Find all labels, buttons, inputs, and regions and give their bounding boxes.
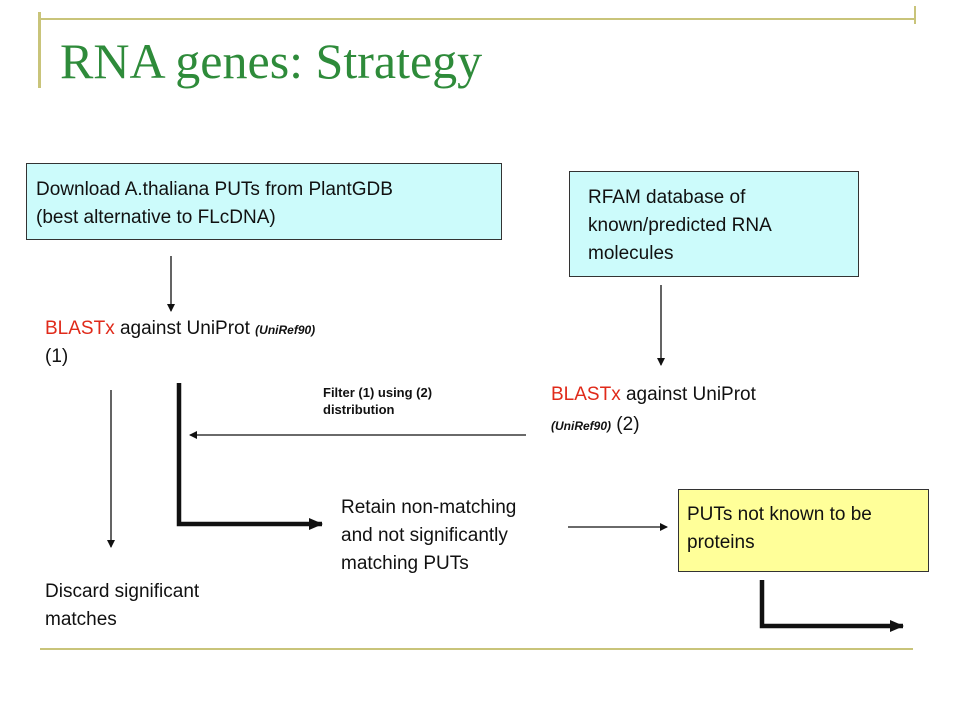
blastx-right-index: (2) xyxy=(611,414,640,435)
download-puts-box: Download A.thaliana PUTs from PlantGDB (… xyxy=(26,163,502,240)
discard-matches-text: Discard significant matches xyxy=(45,578,199,634)
puts-box-line2: proteins xyxy=(687,532,755,553)
decor-bottom-line xyxy=(40,648,913,650)
blastx-right-db: (UniRef90) xyxy=(551,419,612,433)
blastx-left-step: BLASTx against UniProt (UniRef90) xyxy=(45,315,315,344)
rfam-database-box: RFAM database of known/predicted RNA mol… xyxy=(569,171,859,277)
blastx-right-method: BLASTx xyxy=(551,384,621,405)
discard-line1: Discard significant xyxy=(45,581,200,602)
filter-note-line2: distribution xyxy=(323,402,395,417)
blastx-left-method: BLASTx xyxy=(45,318,115,339)
filter-note-line1: Filter (1) using (2) xyxy=(323,385,433,400)
retain-line2: and not significantly xyxy=(341,525,508,546)
blastx-right-step: BLASTx against UniProt xyxy=(551,381,756,409)
discard-line2: matches xyxy=(45,609,117,630)
retain-line1: Retain non-matching xyxy=(341,497,517,518)
download-box-line1: Download A.thaliana PUTs from PlantGDB xyxy=(36,179,393,200)
download-box-line2: (best alternative to FLcDNA) xyxy=(36,207,276,228)
decor-top-line-end xyxy=(914,6,916,24)
blastx-left-index: (1) xyxy=(45,346,69,367)
rfam-box-line2: known/predicted RNA xyxy=(588,215,772,236)
puts-box-line1: PUTs not known to be xyxy=(687,504,872,525)
blastx-right-line2: (UniRef90) (2) xyxy=(551,411,640,440)
filter-note: Filter (1) using (2) distribution xyxy=(323,384,432,418)
decor-top-line xyxy=(38,18,915,20)
blastx-right-against: against UniProt xyxy=(620,384,756,405)
puts-not-proteins-box: PUTs not known to be proteins xyxy=(678,489,929,572)
blastx-left-db: (UniRef90) xyxy=(255,323,316,337)
slide-title: RNA genes: Strategy xyxy=(60,33,483,89)
rfam-box-line1: RFAM database of xyxy=(588,187,746,208)
arrow-from-puts xyxy=(759,580,904,632)
arrow-to-retain xyxy=(176,383,323,530)
blastx-left-against: against UniProt xyxy=(114,318,256,339)
decor-vertical-line xyxy=(38,12,41,88)
retain-line3: matching PUTs xyxy=(341,553,469,574)
rfam-box-line3: molecules xyxy=(588,243,674,264)
retain-puts-text: Retain non-matching and not significantl… xyxy=(341,494,516,578)
